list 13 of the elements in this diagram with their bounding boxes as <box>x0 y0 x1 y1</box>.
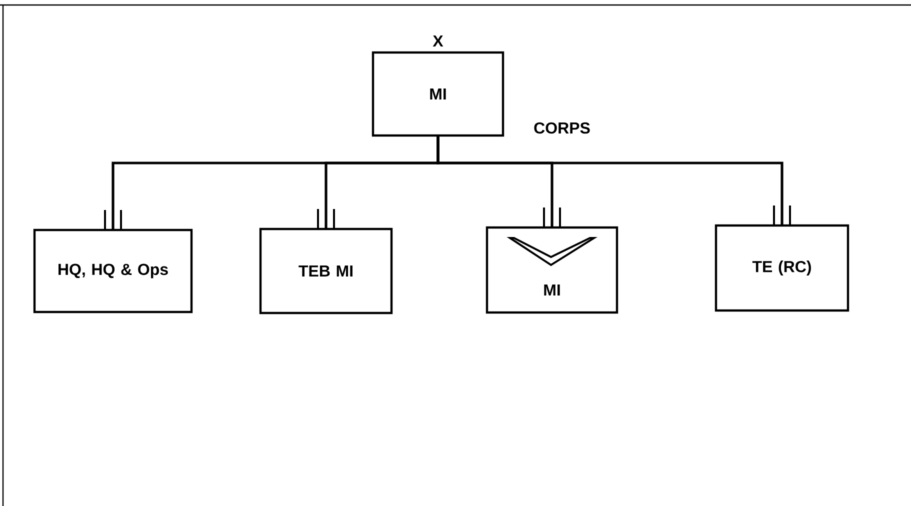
unit-box <box>372 51 504 137</box>
unit-annotation: CORPS <box>534 122 590 134</box>
unit-box <box>33 228 193 314</box>
unit-label: TE (RC) <box>752 260 811 276</box>
unit-label: TEB MI <box>298 266 352 276</box>
unit-label: MI <box>544 284 560 296</box>
unit-label: MI <box>430 88 446 100</box>
unit-box <box>714 224 850 312</box>
unit-label: HQ, HQ & Ops <box>58 264 168 278</box>
connector-line <box>436 136 784 226</box>
unit-box <box>486 226 618 314</box>
unit-box <box>259 228 393 314</box>
unit-annotation: X <box>432 36 444 46</box>
